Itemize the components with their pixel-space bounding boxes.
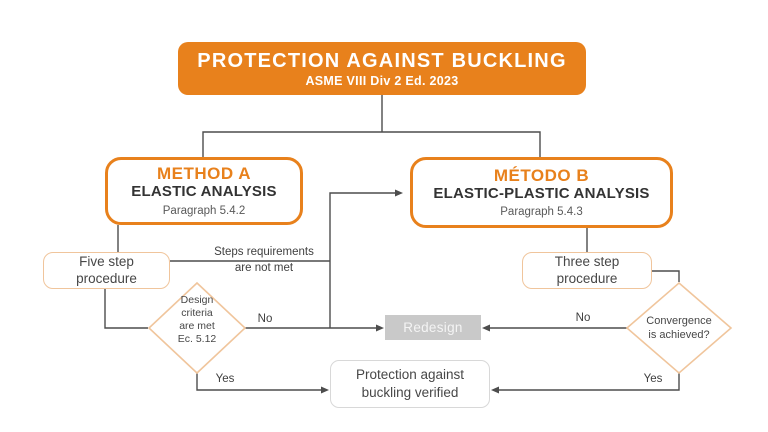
- arrow-into-redesign-left-icon: [376, 324, 384, 332]
- five-step-procedure-node: Five step procedure: [43, 252, 170, 289]
- connector-vertical-to-method-b: [329, 192, 395, 328]
- method-b-title: MÉTODO B: [493, 165, 590, 185]
- verified-node: Protection against buckling verified: [330, 360, 490, 408]
- yes-label-right: Yes: [643, 373, 663, 385]
- method-a-paragraph: Paragraph 5.4.2: [162, 204, 246, 217]
- method-b-paragraph: Paragraph 5.4.3: [500, 206, 583, 219]
- convergence-diamond-label: Convergence is achieved?: [646, 315, 712, 341]
- yes-label-left: Yes: [215, 373, 235, 385]
- arrow-into-method-b-icon: [395, 189, 403, 197]
- arrow-into-verified-left-icon: [321, 386, 329, 394]
- method-b-node: MÉTODO B ELASTIC-PLASTIC ANALYSIS Paragr…: [410, 157, 673, 228]
- no-label-left: No: [257, 313, 273, 325]
- design-criteria-diamond-shape: [147, 281, 247, 375]
- title-node: PROTECTION AGAINST BUCKLING ASME VIII Di…: [178, 42, 586, 95]
- method-a-node: METHOD A ELASTIC ANALYSIS Paragraph 5.4.…: [105, 157, 303, 225]
- redesign-node: Redesign: [385, 315, 481, 340]
- method-a-title: METHOD A: [156, 164, 252, 184]
- convergence-diamond-shape: [625, 281, 733, 375]
- page-title: PROTECTION AGAINST BUCKLING: [197, 49, 567, 72]
- arrow-into-verified-right-icon: [491, 386, 499, 394]
- connector-five-step-to-diamond: [104, 289, 148, 329]
- connector-yes-left: [196, 373, 321, 391]
- connector-yes-right: [499, 373, 680, 391]
- arrow-into-redesign-right-icon: [482, 324, 490, 332]
- no-label-right: No: [575, 312, 591, 324]
- design-criteria-diamond-label: Design criteria are met Ec. 5.12: [177, 294, 217, 346]
- steps-not-met-label: Steps requirements are not met: [214, 246, 314, 274]
- page-subtitle: ASME VIII Div 2 Ed. 2023: [305, 73, 459, 88]
- method-a-subtitle: ELASTIC ANALYSIS: [131, 183, 277, 201]
- method-b-subtitle: ELASTIC-PLASTIC ANALYSIS: [433, 184, 650, 202]
- three-step-procedure-node: Three step procedure: [522, 252, 652, 289]
- connector-split-to-methods: [202, 131, 541, 157]
- connector-three-step-to-diamond: [652, 270, 680, 282]
